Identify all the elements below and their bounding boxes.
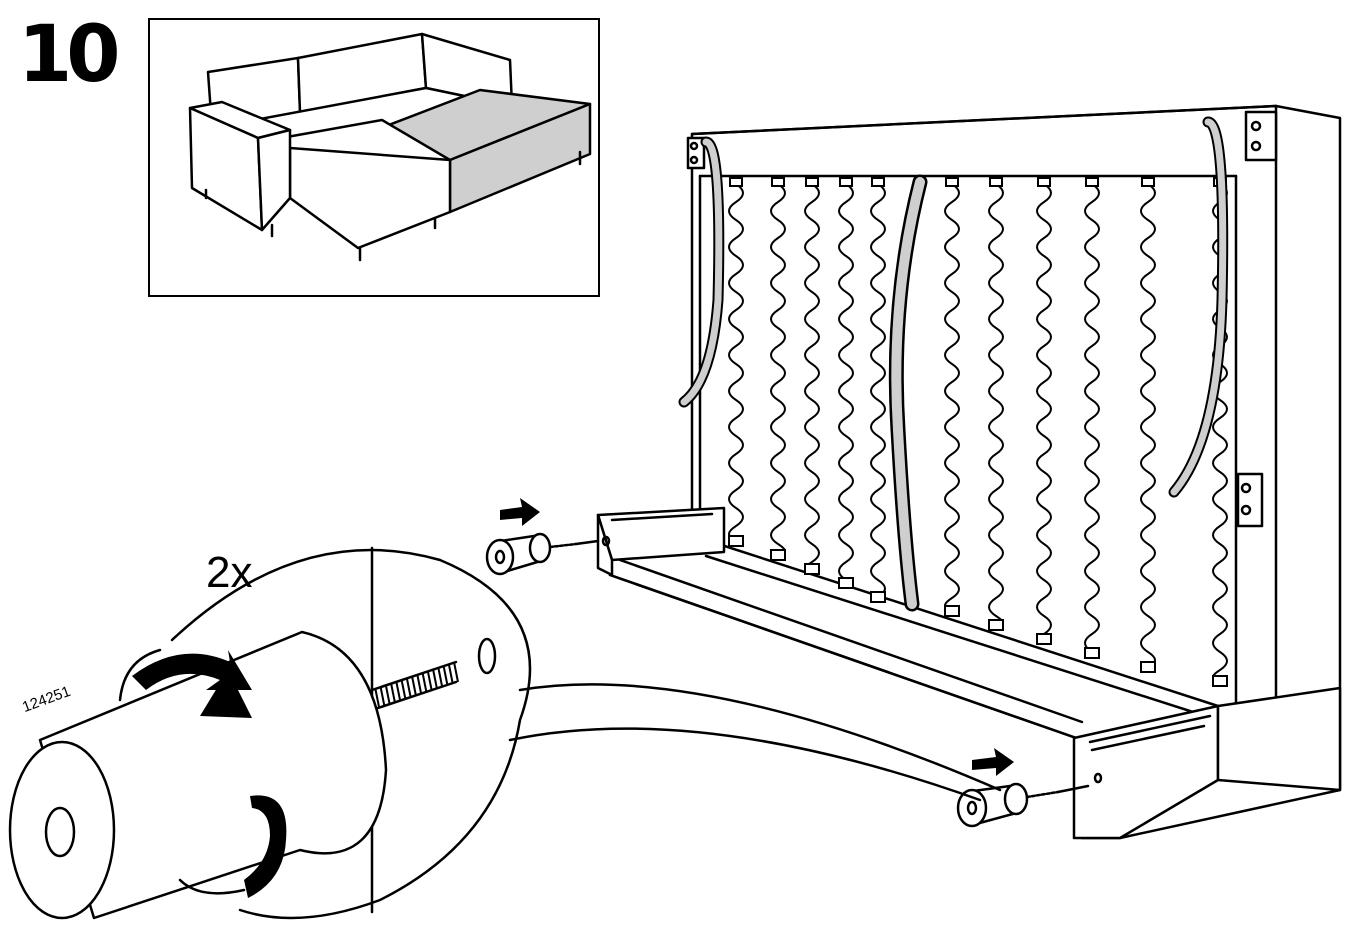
spring-clip (838, 577, 854, 589)
spring (1036, 183, 1052, 641)
bolt-thread (405, 677, 412, 698)
spring-clip (945, 177, 959, 187)
spring (870, 183, 886, 597)
bolt-thread (421, 672, 428, 693)
sofa-bed-overview (188, 32, 592, 262)
spring (804, 183, 820, 570)
rotate-arrow-icon (132, 650, 287, 898)
spring-clip (1084, 647, 1100, 659)
bolt-thread (426, 670, 433, 691)
bolt-outline (370, 660, 458, 712)
spring (944, 183, 960, 611)
quantity-label: 2x (206, 548, 253, 597)
spring-clip (1141, 177, 1155, 187)
bolt-thread (442, 665, 449, 686)
bolt-thread (374, 688, 381, 709)
spring (728, 183, 744, 541)
bolt-thread (390, 682, 396, 704)
foot-cylinder (485, 532, 611, 576)
spring-clip (871, 177, 885, 187)
bolt-thread (447, 663, 454, 684)
spring-clip (770, 549, 786, 561)
overview-inset (148, 18, 600, 297)
spring (1140, 183, 1156, 667)
bolt-thread (384, 684, 391, 705)
spring-clip (988, 619, 1004, 631)
bolt-thread (395, 681, 402, 702)
bolt-thread (411, 675, 417, 697)
spring-clip (989, 177, 1003, 187)
arrow-right-icon (500, 498, 540, 526)
spring-clip (944, 605, 960, 617)
spring (1084, 183, 1100, 653)
spring-clip (771, 177, 785, 187)
spring-clip (729, 177, 743, 187)
step-number: 10 (18, 10, 121, 100)
arrow-right-icon (972, 748, 1014, 776)
spring-clip (1212, 675, 1228, 687)
spring (770, 183, 786, 555)
bolt-thread (416, 674, 423, 695)
spring-clip (805, 177, 819, 187)
callout-magnifier (8, 546, 1002, 920)
spring-clip (1037, 177, 1051, 187)
bolt-thread (379, 686, 386, 707)
bolt-thread (432, 668, 438, 690)
spring-clip (839, 177, 853, 187)
bolt-thread (437, 667, 444, 688)
bolt-thread (453, 661, 459, 683)
spring-clip (804, 563, 820, 575)
spring-clip (1036, 633, 1052, 645)
sofa-frame-back (596, 104, 1342, 840)
spring-clip (1140, 661, 1156, 673)
bolt-thread (400, 679, 407, 700)
spring-clip (870, 591, 886, 603)
spring (838, 183, 854, 586)
spring-clip (728, 535, 744, 547)
bolt (369, 660, 459, 712)
spring (988, 183, 1004, 626)
strap (678, 116, 1229, 612)
spring-clip (1085, 177, 1099, 187)
